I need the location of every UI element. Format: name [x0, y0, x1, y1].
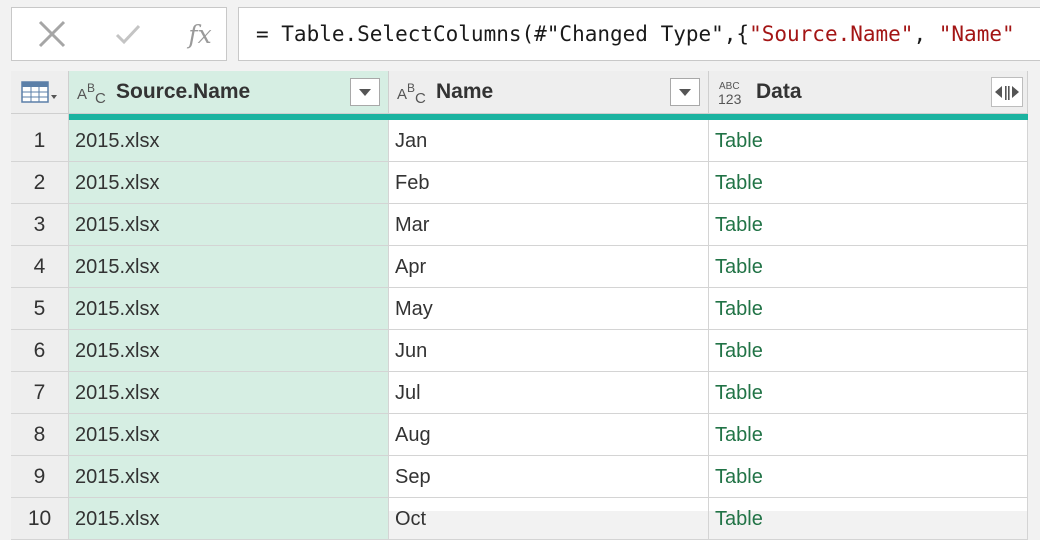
cell-name[interactable]: May	[389, 288, 709, 330]
formula-input[interactable]: = Table.SelectColumns(#"Changed Type",{"…	[238, 7, 1040, 61]
cell-name[interactable]: Jun	[389, 330, 709, 372]
row-number: 9	[11, 456, 69, 498]
row-number: 3	[11, 204, 69, 246]
column-filter-button[interactable]	[670, 78, 700, 106]
cell-name[interactable]: Aug	[389, 414, 709, 456]
close-icon[interactable]	[34, 8, 70, 60]
cell-source-name[interactable]: 2015.xlsx	[69, 204, 389, 246]
svg-text:ABC: ABC	[719, 81, 740, 92]
column-filter-button[interactable]	[350, 78, 380, 106]
expand-column-button[interactable]	[991, 77, 1023, 107]
svg-text:B: B	[87, 81, 95, 95]
column-header-source-name[interactable]: A B C Source.Name	[69, 71, 389, 114]
chevron-down-icon	[359, 88, 371, 96]
row-number: 6	[11, 330, 69, 372]
table-icon	[20, 81, 57, 103]
svg-text:B: B	[407, 81, 415, 95]
cell-source-name[interactable]: 2015.xlsx	[69, 456, 389, 498]
cell-data-table-link[interactable]: Table	[709, 288, 1028, 330]
cell-name[interactable]: Oct	[389, 498, 709, 540]
cell-data-table-link[interactable]: Table	[709, 498, 1028, 540]
check-icon[interactable]	[110, 8, 146, 60]
formula-string: "Name"	[938, 22, 1015, 46]
column-header-name[interactable]: A B C Name	[389, 71, 709, 114]
cell-data-table-link[interactable]: Table	[709, 204, 1028, 246]
cell-name[interactable]: Mar	[389, 204, 709, 246]
row-number: 4	[11, 246, 69, 288]
formula-bar-buttons: fx	[11, 7, 227, 61]
formula-text: = Table.SelectColumns(#"Changed Type",{	[256, 22, 750, 46]
svg-text:C: C	[95, 90, 106, 107]
row-number: 5	[11, 288, 69, 330]
svg-text:A: A	[77, 86, 87, 103]
row-number: 10	[11, 498, 69, 540]
row-number: 2	[11, 162, 69, 204]
svg-text:A: A	[397, 86, 407, 103]
any-type-icon: ABC 123	[716, 77, 748, 107]
column-name: Name	[436, 80, 494, 103]
cell-data-table-link[interactable]: Table	[709, 414, 1028, 456]
expand-icon	[995, 86, 1019, 100]
cell-name[interactable]: Sep	[389, 456, 709, 498]
cell-name[interactable]: Jan	[389, 120, 709, 162]
column-quality-bar	[69, 114, 1028, 120]
row-number: 7	[11, 372, 69, 414]
cell-name[interactable]: Apr	[389, 246, 709, 288]
cell-data-table-link[interactable]: Table	[709, 330, 1028, 372]
row-number: 1	[11, 120, 69, 162]
chevron-down-icon	[679, 88, 691, 96]
cell-data-table-link[interactable]: Table	[709, 162, 1028, 204]
data-grid: A B C Source.Name A B C Name ABC 123	[11, 71, 1028, 540]
cell-name[interactable]: Jul	[389, 372, 709, 414]
formula-string: "Source.Name"	[749, 22, 914, 46]
formula-separator: ,	[913, 22, 939, 46]
column-name: Data	[756, 80, 802, 103]
cell-name[interactable]: Feb	[389, 162, 709, 204]
cell-data-table-link[interactable]: Table	[709, 120, 1028, 162]
cell-source-name[interactable]: 2015.xlsx	[69, 372, 389, 414]
table-menu-button[interactable]	[11, 71, 69, 114]
svg-text:123: 123	[718, 91, 742, 107]
cell-data-table-link[interactable]: Table	[709, 372, 1028, 414]
quality-bar-gap	[11, 114, 69, 120]
text-type-icon: A B C	[76, 77, 108, 107]
cell-source-name[interactable]: 2015.xlsx	[69, 162, 389, 204]
column-name: Source.Name	[116, 80, 251, 103]
cell-source-name[interactable]: 2015.xlsx	[69, 498, 389, 540]
cell-data-table-link[interactable]: Table	[709, 456, 1028, 498]
cell-source-name[interactable]: 2015.xlsx	[69, 246, 389, 288]
cell-source-name[interactable]: 2015.xlsx	[69, 120, 389, 162]
text-type-icon: A B C	[396, 77, 428, 107]
column-header-data[interactable]: ABC 123 Data	[709, 71, 1028, 114]
fx-icon[interactable]: fx	[188, 19, 212, 49]
cell-source-name[interactable]: 2015.xlsx	[69, 330, 389, 372]
svg-text:C: C	[415, 90, 426, 107]
row-number: 8	[11, 414, 69, 456]
cell-data-table-link[interactable]: Table	[709, 246, 1028, 288]
cell-source-name[interactable]: 2015.xlsx	[69, 414, 389, 456]
cell-source-name[interactable]: 2015.xlsx	[69, 288, 389, 330]
